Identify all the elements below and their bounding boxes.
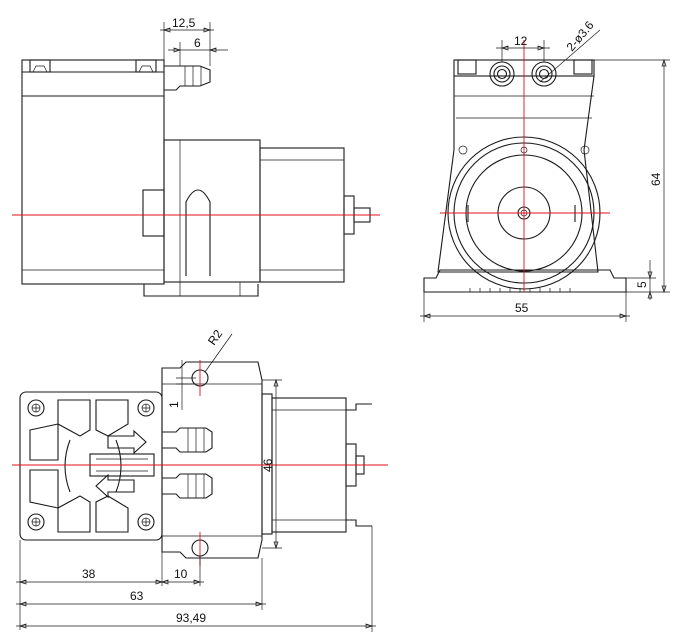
top-view: R2 1 46 38 10 63 93,49	[12, 327, 388, 632]
dim-head-length: 38	[82, 567, 96, 581]
flow-arrow-out	[107, 429, 147, 455]
dim-hole-offset: 10	[174, 567, 188, 581]
dim-base-width: 55	[515, 301, 529, 315]
dim-top-inlet-offset: 6	[194, 36, 201, 50]
pump-head-body	[21, 59, 165, 285]
dim-port-holes: 2-ø3.6	[564, 18, 597, 54]
inlet-nozzle	[164, 65, 211, 91]
outlet-nozzle	[162, 427, 213, 453]
flange-slot	[185, 189, 211, 276]
motor-flange	[163, 139, 261, 283]
corner-screws	[27, 399, 155, 531]
dim-mount-radius: R2	[205, 327, 225, 348]
mounting-feet	[423, 269, 627, 293]
front-view: 12 2-ø3.6 64 5 55	[420, 18, 670, 322]
dim-total-length: 93,49	[176, 611, 206, 625]
dim-height: 64	[649, 172, 663, 186]
dim-foot-height: 5	[635, 281, 649, 288]
inlet-nozzle-top	[162, 473, 213, 499]
flow-arrow-in	[95, 473, 135, 499]
dim-port-spacing: 12	[514, 34, 528, 48]
dim-body-length: 63	[130, 589, 144, 603]
front-body	[437, 75, 599, 273]
dim-top-inlet-width: 12,5	[172, 16, 196, 30]
top-flange	[161, 361, 263, 559]
dim-body-height: 46	[261, 458, 275, 472]
dim-mount-offset: 1	[167, 401, 181, 408]
side-view: 12,5 6	[12, 16, 380, 297]
